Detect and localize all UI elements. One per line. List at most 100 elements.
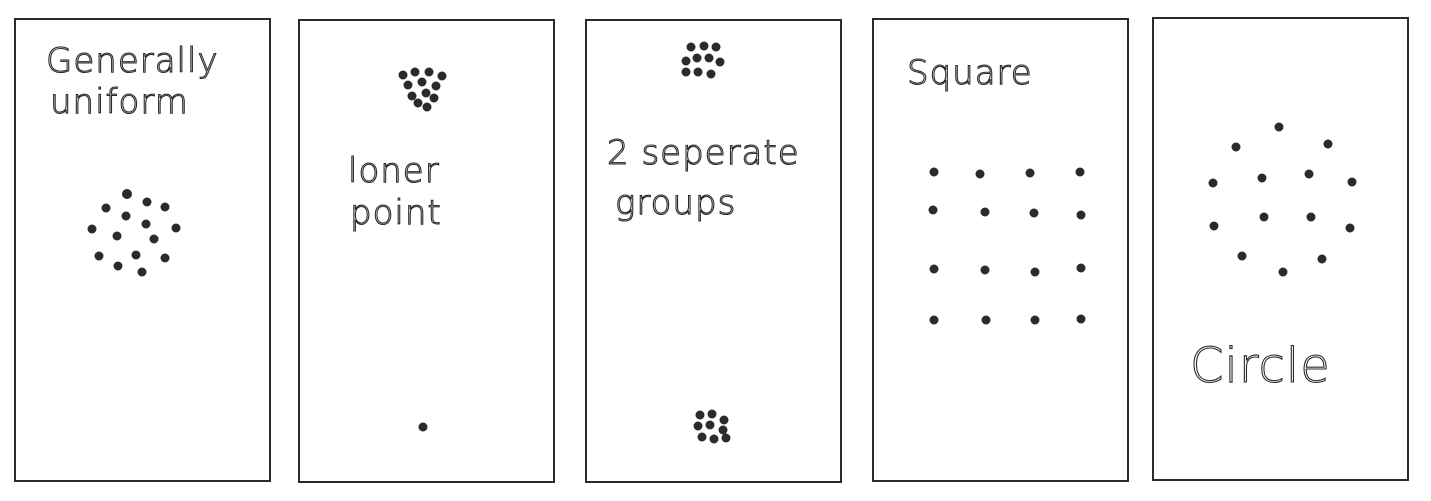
dot [1274, 122, 1284, 132]
dot [112, 231, 122, 241]
panel-label-line-2: point [350, 193, 442, 233]
dot [149, 234, 159, 244]
dot [1304, 169, 1314, 179]
dot [1076, 210, 1086, 220]
dot-cluster [87, 189, 181, 277]
dot-cluster [398, 67, 447, 112]
dot [981, 315, 991, 325]
dot [141, 219, 151, 229]
dot [413, 98, 423, 108]
dot [1075, 167, 1085, 177]
dot [421, 88, 431, 98]
dot [693, 421, 703, 431]
dot [711, 42, 721, 52]
dot [681, 56, 691, 66]
dot [403, 80, 413, 90]
dot [437, 71, 447, 81]
panel-frame [872, 18, 1129, 482]
dot [422, 102, 432, 112]
dot [407, 91, 417, 101]
dot [1209, 221, 1219, 231]
dot [94, 251, 104, 261]
dot [1347, 177, 1357, 187]
dot [719, 415, 729, 425]
dot-cluster-top [681, 41, 725, 79]
dot [137, 267, 147, 277]
dot [1257, 173, 1267, 183]
dot [980, 207, 990, 217]
dot [417, 77, 427, 87]
dot [715, 57, 725, 67]
dot-grid [928, 167, 1086, 325]
dot [1076, 314, 1086, 324]
dot [87, 224, 97, 234]
dot [131, 250, 141, 260]
dot [692, 53, 702, 63]
panel-circle: Circle [1152, 17, 1409, 481]
dot [1317, 254, 1327, 264]
dot [1237, 251, 1247, 261]
panel-generally-uniform: Generally uniform [14, 18, 271, 482]
panel-frame [1152, 17, 1409, 481]
dot [1278, 267, 1288, 277]
dot [686, 42, 696, 52]
panel-label-line-1: loner [348, 151, 440, 191]
panel-two-separate-groups: 2 seperate groups [585, 19, 842, 483]
dot [929, 167, 939, 177]
dot [160, 253, 170, 263]
dot [142, 197, 152, 207]
dot [929, 264, 939, 274]
dot-ring [1208, 122, 1357, 277]
dot [171, 223, 181, 233]
dot [928, 205, 938, 215]
dot [1345, 223, 1355, 233]
dot [121, 211, 131, 221]
dot [1076, 263, 1086, 273]
dot [1306, 212, 1316, 222]
dot [1208, 178, 1218, 188]
dot [410, 67, 420, 77]
dot [704, 53, 714, 63]
dot [693, 67, 703, 77]
dot [929, 315, 939, 325]
dot [122, 189, 132, 199]
dot [706, 69, 716, 79]
dot [681, 67, 691, 77]
panel-label-line-1: 2 seperate [607, 133, 800, 173]
dot [1025, 168, 1035, 178]
dot [980, 265, 990, 275]
dot [1231, 142, 1241, 152]
dot [398, 70, 408, 80]
dot [1030, 267, 1040, 277]
dot [429, 93, 439, 103]
panel-label-line-2: uniform [50, 82, 189, 122]
loner-dot [418, 422, 428, 432]
dot [424, 67, 434, 77]
dot [1259, 212, 1269, 222]
dot [975, 169, 985, 179]
dot [718, 425, 728, 435]
panel-frame [14, 18, 271, 482]
panel-label-line-2: groups [615, 183, 736, 223]
panel-label-line-1: Square [907, 53, 1033, 93]
panel-square: Square [872, 18, 1129, 482]
dot [699, 41, 709, 51]
panel-loner-point: loner point [298, 19, 555, 483]
dot [1030, 315, 1040, 325]
dot [160, 202, 170, 212]
panel-label-line-1: Circle [1190, 338, 1331, 394]
dot [721, 433, 731, 443]
dot [697, 432, 707, 442]
dot [707, 409, 717, 419]
dot [431, 81, 441, 91]
panel-frame [585, 19, 842, 483]
panel-label-line-1: Generally [46, 41, 219, 81]
dot [695, 410, 705, 420]
dot [101, 203, 111, 213]
dot [113, 261, 123, 271]
dot [1323, 139, 1333, 149]
dot [705, 420, 715, 430]
dot-cluster-bottom [693, 409, 731, 444]
dot [709, 434, 719, 444]
